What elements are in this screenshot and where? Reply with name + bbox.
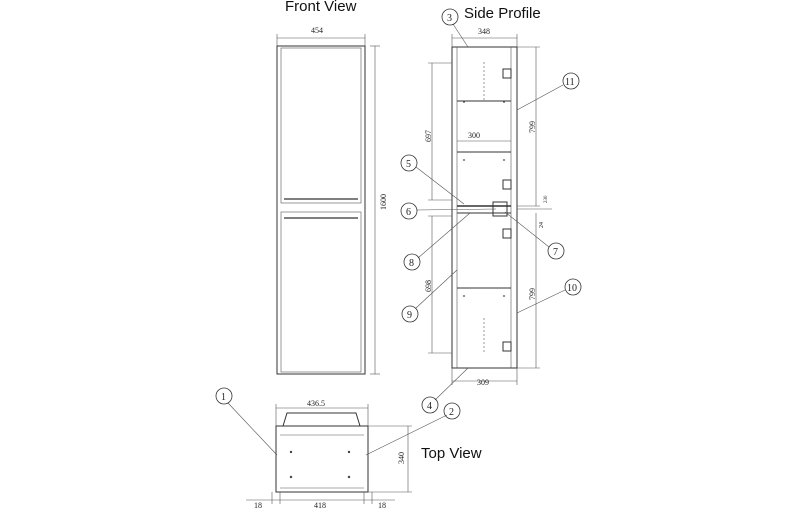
top-view-title: Top View <box>421 445 482 462</box>
svg-text:1: 1 <box>221 392 226 403</box>
hinge-icon <box>502 68 512 79</box>
svg-text:7: 7 <box>553 247 558 258</box>
side-cabinet-outline <box>451 46 518 369</box>
callout-10 <box>564 278 582 296</box>
callout-11 <box>562 72 580 90</box>
side-base-depth-label: 309 <box>477 378 489 387</box>
callout-9 <box>401 305 419 323</box>
hinge-icon <box>502 228 512 239</box>
small-dim-24: 24 <box>539 222 545 228</box>
top-handle <box>282 412 361 427</box>
side-depth-label: 348 <box>478 27 490 36</box>
callout-4 <box>421 396 439 414</box>
side-profile-title: Side Profile <box>464 5 541 22</box>
front-view-title: Front View <box>285 0 357 15</box>
callouts: 1 2 3 4 5 6 7 8 9 10 <box>215 8 582 456</box>
hinge-icon <box>502 341 512 352</box>
svg-text:9: 9 <box>407 310 412 321</box>
svg-text:8: 8 <box>409 258 414 269</box>
top-view: 436.5 340 18 418 18 <box>246 399 412 510</box>
callout-3 <box>441 8 459 26</box>
svg-text:2: 2 <box>449 407 454 418</box>
callout-5 <box>400 154 418 172</box>
top-depth-label: 340 <box>397 452 406 464</box>
svg-text:4: 4 <box>427 401 432 412</box>
top-cabinet-outline <box>275 425 369 493</box>
svg-text:11: 11 <box>565 77 575 88</box>
side-upper-door-label: 799 <box>528 121 537 133</box>
svg-text:5: 5 <box>406 159 411 170</box>
top-left-label: 18 <box>254 501 262 510</box>
front-width-label: 454 <box>311 26 323 35</box>
svg-text:10: 10 <box>567 283 577 294</box>
front-upper-door <box>280 47 362 204</box>
side-profile: 348 697 698 300 799 799 230 24 309 <box>424 27 552 387</box>
front-lower-door <box>280 211 362 373</box>
callout-6 <box>400 202 418 220</box>
top-width-label: 436.5 <box>307 399 325 408</box>
side-upper-height-label: 697 <box>424 130 433 142</box>
hinge-icon <box>502 179 512 190</box>
svg-text:3: 3 <box>447 13 452 24</box>
front-view: 454 1600 <box>276 26 388 375</box>
callout-1 <box>215 387 233 405</box>
side-lower-height-label: 698 <box>424 280 433 292</box>
front-height-label: 1600 <box>379 194 388 210</box>
side-lower-door-label: 799 <box>528 288 537 300</box>
shelf-depth-label: 300 <box>468 131 480 140</box>
callout-7 <box>547 242 565 260</box>
svg-text:6: 6 <box>406 207 411 218</box>
callout-8 <box>403 253 421 271</box>
callout-2 <box>443 402 461 420</box>
small-dim-230: 230 <box>544 195 549 203</box>
top-right-label: 18 <box>378 501 386 510</box>
top-middle-label: 418 <box>314 501 326 510</box>
front-cabinet-outline <box>276 45 366 375</box>
